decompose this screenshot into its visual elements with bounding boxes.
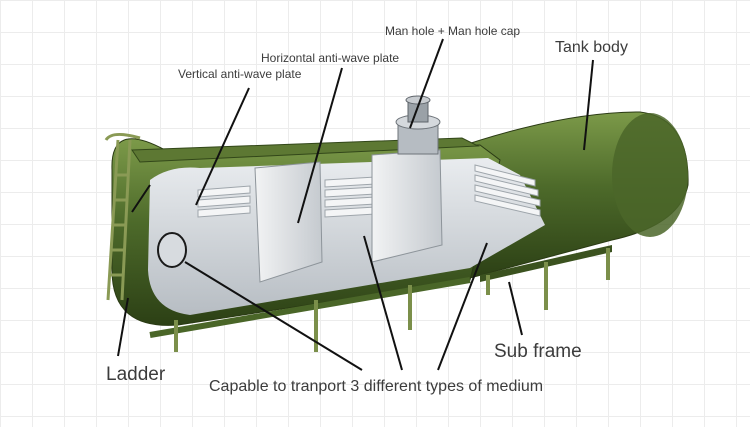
vertical-anti-wave-plate-2 (371, 149, 443, 263)
ladder-label: Ladder (106, 364, 166, 385)
manhole-label: Man hole + Man hole cap (385, 24, 521, 38)
vertical-anti-wave-plate-label: Vertical anti-wave plate (178, 67, 302, 81)
sub-frame-label: Sub frame (494, 341, 582, 362)
manhole (395, 95, 441, 155)
front-porthole (157, 232, 187, 268)
ladder (104, 133, 141, 301)
vertical-anti-wave-plate-1 (254, 161, 323, 283)
tank-body-label: Tank body (555, 39, 628, 56)
leader-lines (117, 38, 594, 371)
medium-caption: Capable to tranport 3 different types of… (209, 378, 544, 395)
support-legs (174, 248, 610, 352)
horizontal-anti-wave-plate-label: Horizontal anti-wave plate (261, 51, 400, 65)
bottom-pipe (149, 277, 471, 338)
tank-end-cap (612, 113, 688, 237)
